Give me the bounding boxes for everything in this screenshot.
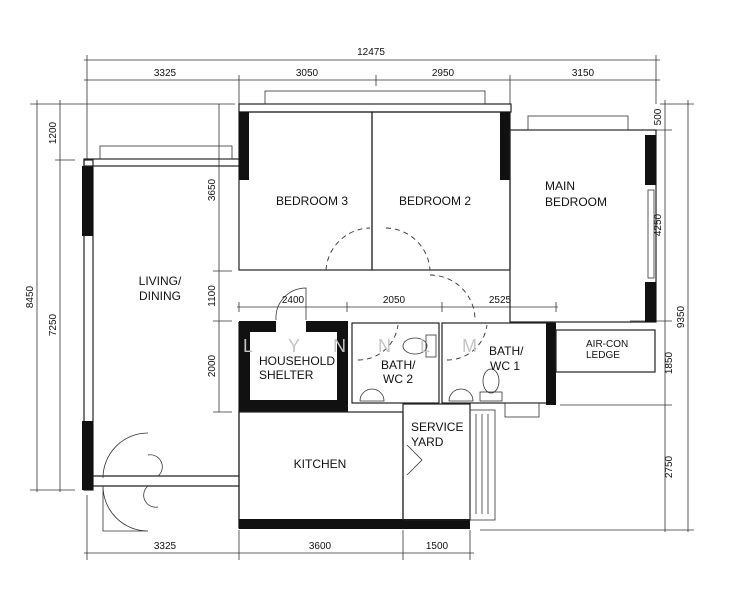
room-label-shelter: SHELTER: [259, 368, 314, 382]
toilet-icon: [482, 368, 500, 394]
dim-label: 4250: [653, 213, 664, 236]
dim-label: 1850: [664, 351, 675, 374]
middle-dimensions: 2400 2050 2525: [237, 295, 558, 312]
fixtures: [359, 334, 503, 402]
room-label-bedroom-3: BEDROOM 3: [276, 194, 348, 208]
dim-label: 2525: [489, 295, 512, 306]
room-label-bath-2: WC 2: [383, 372, 413, 386]
watermark-letter: L: [420, 336, 434, 356]
toilet-icon: [402, 337, 428, 355]
room-label-bath-1: BATH/: [489, 344, 524, 358]
dim-label: 1100: [207, 285, 218, 307]
watermark-letter: N: [378, 336, 395, 356]
dim-label: 2000: [207, 354, 218, 377]
top-dimensions: 12475 3325 3050 2950 3150: [84, 47, 660, 160]
room-label-main-bedroom: BEDROOM: [545, 195, 607, 209]
dim-top-total: 12475: [357, 47, 385, 58]
room-label-bath-1: WC 1: [490, 359, 520, 373]
room-labels: LIVING/ DINING BEDROOM 3 BEDROOM 2 MAIN …: [139, 179, 629, 471]
room-label-service-yard: SERVICE: [411, 420, 463, 434]
dim-label: 2050: [383, 295, 406, 306]
walls: [82, 90, 657, 529]
left-dimensions: 8450 1200 7250 3650 1100 2000: [25, 100, 235, 492]
bottom-dimensions: 3325 3600 1500: [84, 495, 474, 560]
basin-icon: [359, 388, 385, 402]
dim-right-total: 9350: [676, 305, 687, 328]
toilet-cistern: [479, 391, 503, 402]
watermark-letter: M: [462, 336, 481, 356]
room-label-kitchen: KITCHEN: [294, 457, 347, 471]
watermark-letter: N: [333, 336, 350, 356]
room-label-living: DINING: [139, 289, 181, 303]
room-label-bedroom-2: BEDROOM 2: [399, 194, 471, 208]
dim-label: 1500: [426, 541, 449, 552]
dim-label: 2400: [282, 295, 305, 306]
room-label-service-yard: YARD: [411, 435, 444, 449]
watermark: L Y N N L M: [243, 336, 481, 356]
dim-label: 500: [653, 108, 664, 125]
dim-label: 2950: [432, 68, 455, 79]
doors: [102, 227, 488, 532]
room-label-bath-2: BATH/: [381, 358, 416, 372]
room-label-aircon-ledge: LEDGE: [586, 350, 620, 361]
dim-label: 3650: [207, 178, 218, 201]
dim-label: 3150: [572, 68, 595, 79]
dim-label: 7250: [48, 313, 59, 336]
dim-left-total: 8450: [25, 285, 36, 308]
dim-label: 1200: [48, 121, 59, 144]
room-label-living: LIVING/: [139, 274, 182, 288]
dim-label: 3600: [309, 541, 332, 552]
room-label-main-bedroom: MAIN: [545, 179, 575, 193]
dim-label: 3325: [154, 541, 177, 552]
toilet-cistern: [425, 334, 437, 358]
dim-label: 3050: [296, 68, 319, 79]
dim-label: 3325: [154, 68, 177, 79]
watermark-letter: Y: [288, 336, 304, 356]
right-dimensions: 500 4250 1850 2750 9350: [480, 100, 694, 532]
watermark-letter: L: [243, 336, 257, 356]
room-label-shelter: HOUSEHOLD: [259, 354, 335, 368]
dim-label: 2750: [664, 455, 675, 478]
basin-icon: [448, 388, 474, 402]
room-label-aircon-ledge: AIR-CON: [586, 339, 628, 350]
